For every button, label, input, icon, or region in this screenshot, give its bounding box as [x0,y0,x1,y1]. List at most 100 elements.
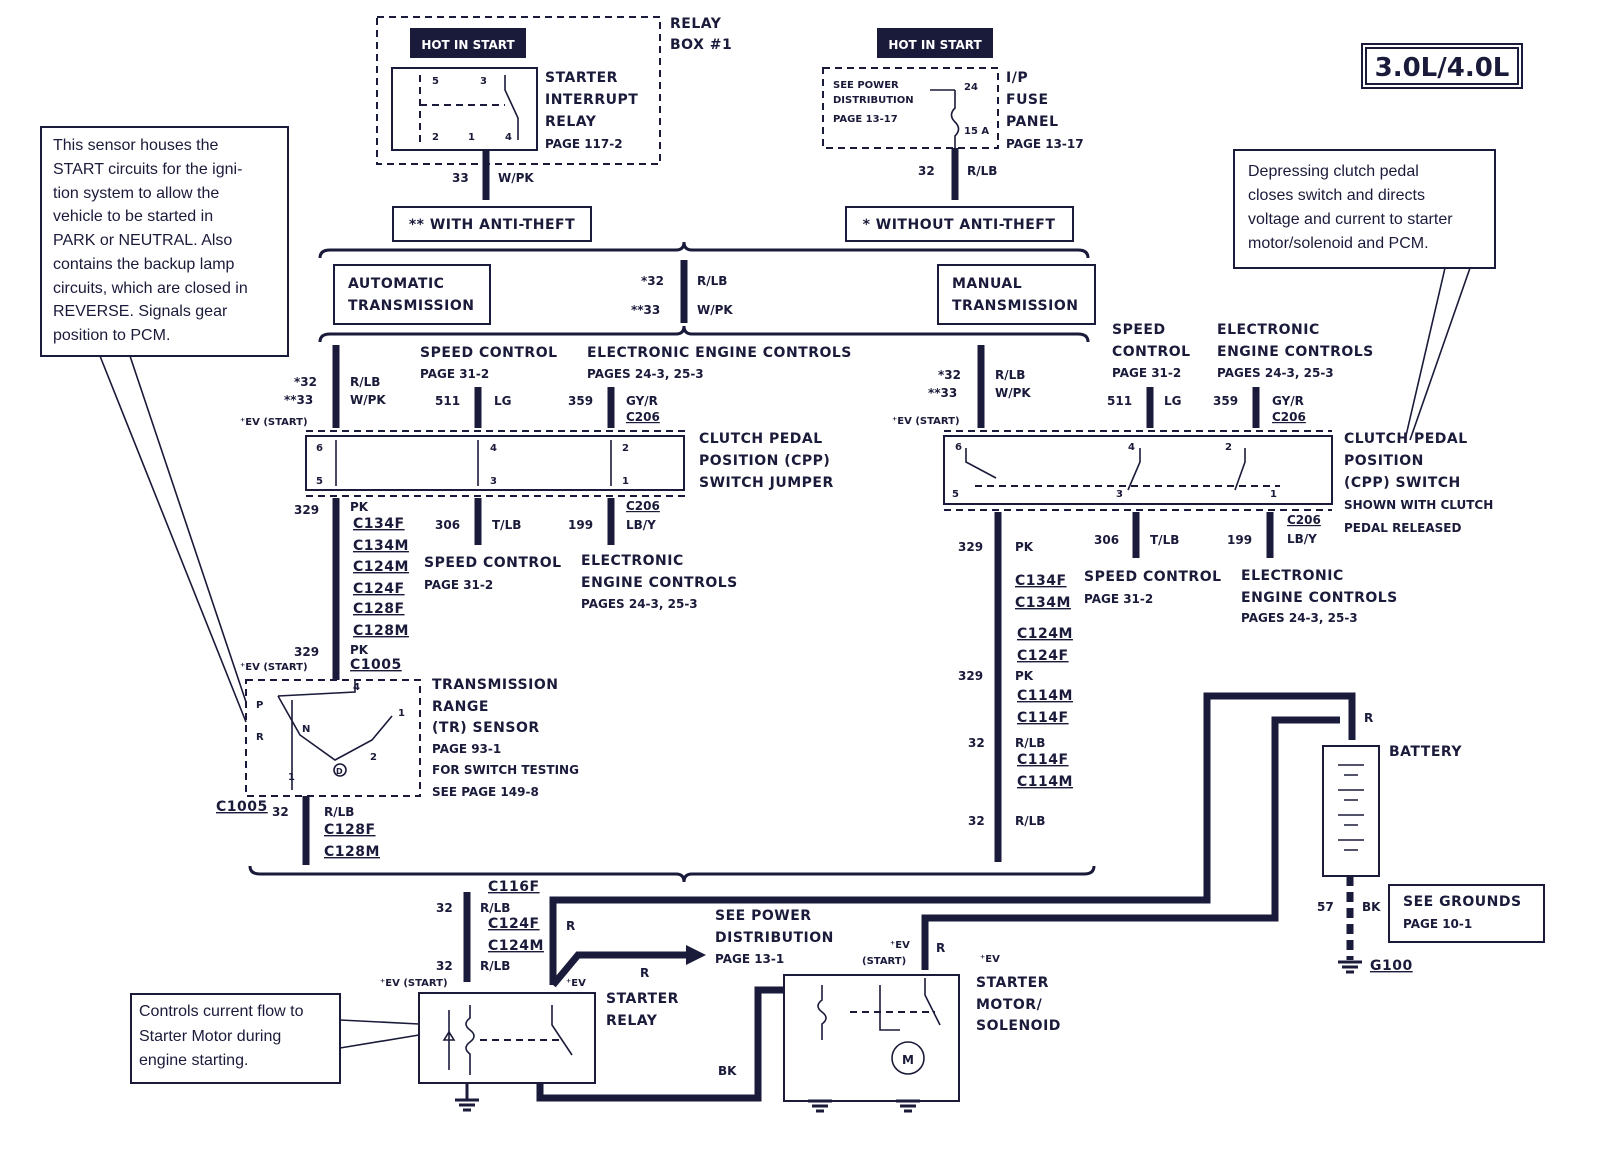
sm-start: (START) [862,956,906,967]
man-199: 199 [1227,533,1252,547]
man-speed-2: CONTROL [1112,344,1191,360]
man-359: 359 [1213,394,1238,408]
sr-ev-start: ⁺EV (START) [380,978,448,989]
tr-sensor: P R N D 1 2 4 1 [245,679,421,797]
tr-testing-2: SEE PAGE 149-8 [432,785,539,799]
tr-pin-one-a: 1 [398,708,405,719]
man-eec-2b: ENGINE CONTROLS [1241,590,1398,606]
man-speed-control-2: SPEED CONTROL [1084,569,1222,585]
cpp-pin-4: 4 [1128,442,1135,453]
fuse-page: PAGE 13-17 [1006,137,1084,151]
man-wpk: W/PK [995,386,1031,400]
man-conn-8: C114M [1017,774,1073,790]
auto-32: *32 [294,375,317,389]
sensor-note-6: contains the backup lamp [53,256,235,273]
cpp-pin-3: 3 [1116,489,1123,500]
batt-r: R [1364,711,1373,725]
cpp-switch-5: PEDAL RELEASED [1344,521,1461,535]
sm-name-2: MOTOR/ [976,997,1043,1013]
auto-329-b: 329 [294,645,319,659]
man-conn-2: C134M [1015,595,1071,611]
tr-pin-r: R [256,732,264,743]
wire-wpk-label: W/PK [498,171,534,185]
clutch-note-3: voltage and current to starter [1248,211,1453,228]
batt-57: 57 [1317,900,1334,914]
man-rlb-b: R/LB [1015,736,1045,750]
jumper-pin-4: 4 [490,443,497,454]
sr-32: 32 [436,901,453,915]
sensor-note-9: position to PCM. [53,327,170,344]
auto-eec-page: PAGES 24-3, 25-3 [587,367,704,381]
auto-connector-list: C134F C134M C124M C124F C128F C128M [353,516,408,639]
man-329: 329 [958,540,983,554]
without-anti-theft-label: * WITHOUT ANTI-THEFT [863,217,1056,233]
sensor-note-5: PARK or NEUTRAL. Also [53,232,232,249]
man-eec-page-2: PAGES 24-3, 25-3 [1241,611,1358,625]
auto-speed-control: SPEED CONTROL [420,345,558,361]
auto-conn-1: C134F [353,516,405,532]
fuse-note-1: SEE POWER [833,80,899,91]
wire-33-label: 33 [452,171,469,185]
sensor-note: This sensor houses the START circuits fo… [53,137,248,344]
man-lg: LG [1164,394,1182,408]
man-306: 306 [1094,533,1119,547]
auto-511: 511 [435,394,460,408]
man-speed-page-2: PAGE 31-2 [1084,592,1153,606]
fuse-name-3: PANEL [1006,114,1059,130]
cpp-jumper-3: SWITCH JUMPER [699,475,834,491]
jumper-pin-3: 3 [490,476,497,487]
cpp-switch-4: SHOWN WITH CLUTCH [1344,498,1493,512]
tr-pin-four: 4 [353,682,360,693]
sr-r: R [566,919,575,933]
cpp-pin-2: 2 [1225,442,1232,453]
relay-note-3: engine starting. [139,1052,248,1069]
clutch-note-2: closes switch and directs [1248,187,1425,204]
cpp-switch-3: (CPP) SWITCH [1344,475,1461,491]
auto-329: 329 [294,503,319,517]
tr-pin-p: P [256,700,263,711]
fuse-wire-rlb: R/LB [967,164,997,178]
auto-conn-5: C128F [353,601,405,617]
tr-name-1: TRANSMISSION [432,677,558,693]
auto-199: 199 [568,518,593,532]
man-eec-2a: ELECTRONIC [1241,568,1344,584]
fuse-panel-header: HOT IN START [888,38,982,52]
auto-gyr: GY/R [626,394,658,408]
sr-ev: ⁺EV [566,978,586,989]
man-tlb: T/LB [1150,533,1179,547]
man-32-b: 32 [968,736,985,750]
fuse-name-2: FUSE [1006,92,1049,108]
auto-359: 359 [568,394,593,408]
grounds-2: PAGE 10-1 [1403,917,1472,931]
manual-trans-2: TRANSMISSION [952,298,1078,314]
man-32: *32 [938,368,961,382]
tr-c128m: C128M [324,844,380,860]
auto-lby: LB/Y [626,518,656,532]
cpp-pin-1: 1 [1270,489,1277,500]
sm-ev-2: ⁺EV [980,954,1000,965]
sr-name-2: RELAY [606,1013,658,1029]
man-conn-6: C114F [1017,710,1069,726]
tr-name-3: (TR) SENSOR [432,720,540,736]
sr-c124f: C124F [488,916,540,932]
man-511: 511 [1107,394,1132,408]
relay-page: PAGE 117-2 [545,137,623,151]
sensor-note-4: vehicle to be started in [53,208,213,225]
pd-3: PAGE 13-1 [715,952,784,966]
auto-eec-2a: ELECTRONIC [581,553,684,569]
fuse-note-3: PAGE 13-17 [833,114,898,125]
cpp-pin-5: 5 [952,489,959,500]
man-speed-1: SPEED [1112,322,1166,338]
man-gyr: GY/R [1272,394,1304,408]
relay-pin-4: 4 [505,132,512,143]
jumper-pin-2: 2 [622,443,629,454]
man-rlb: R/LB [995,368,1025,382]
auto-33: **33 [284,393,313,407]
clutch-note-4: motor/solenoid and PCM. [1248,235,1429,252]
man-conn-1: C134F [1015,573,1067,589]
relay-pin-5: 5 [432,76,439,87]
man-33: **33 [928,386,957,400]
cpp-switch-2: POSITION [1344,453,1424,469]
tr-32: 32 [272,805,289,819]
